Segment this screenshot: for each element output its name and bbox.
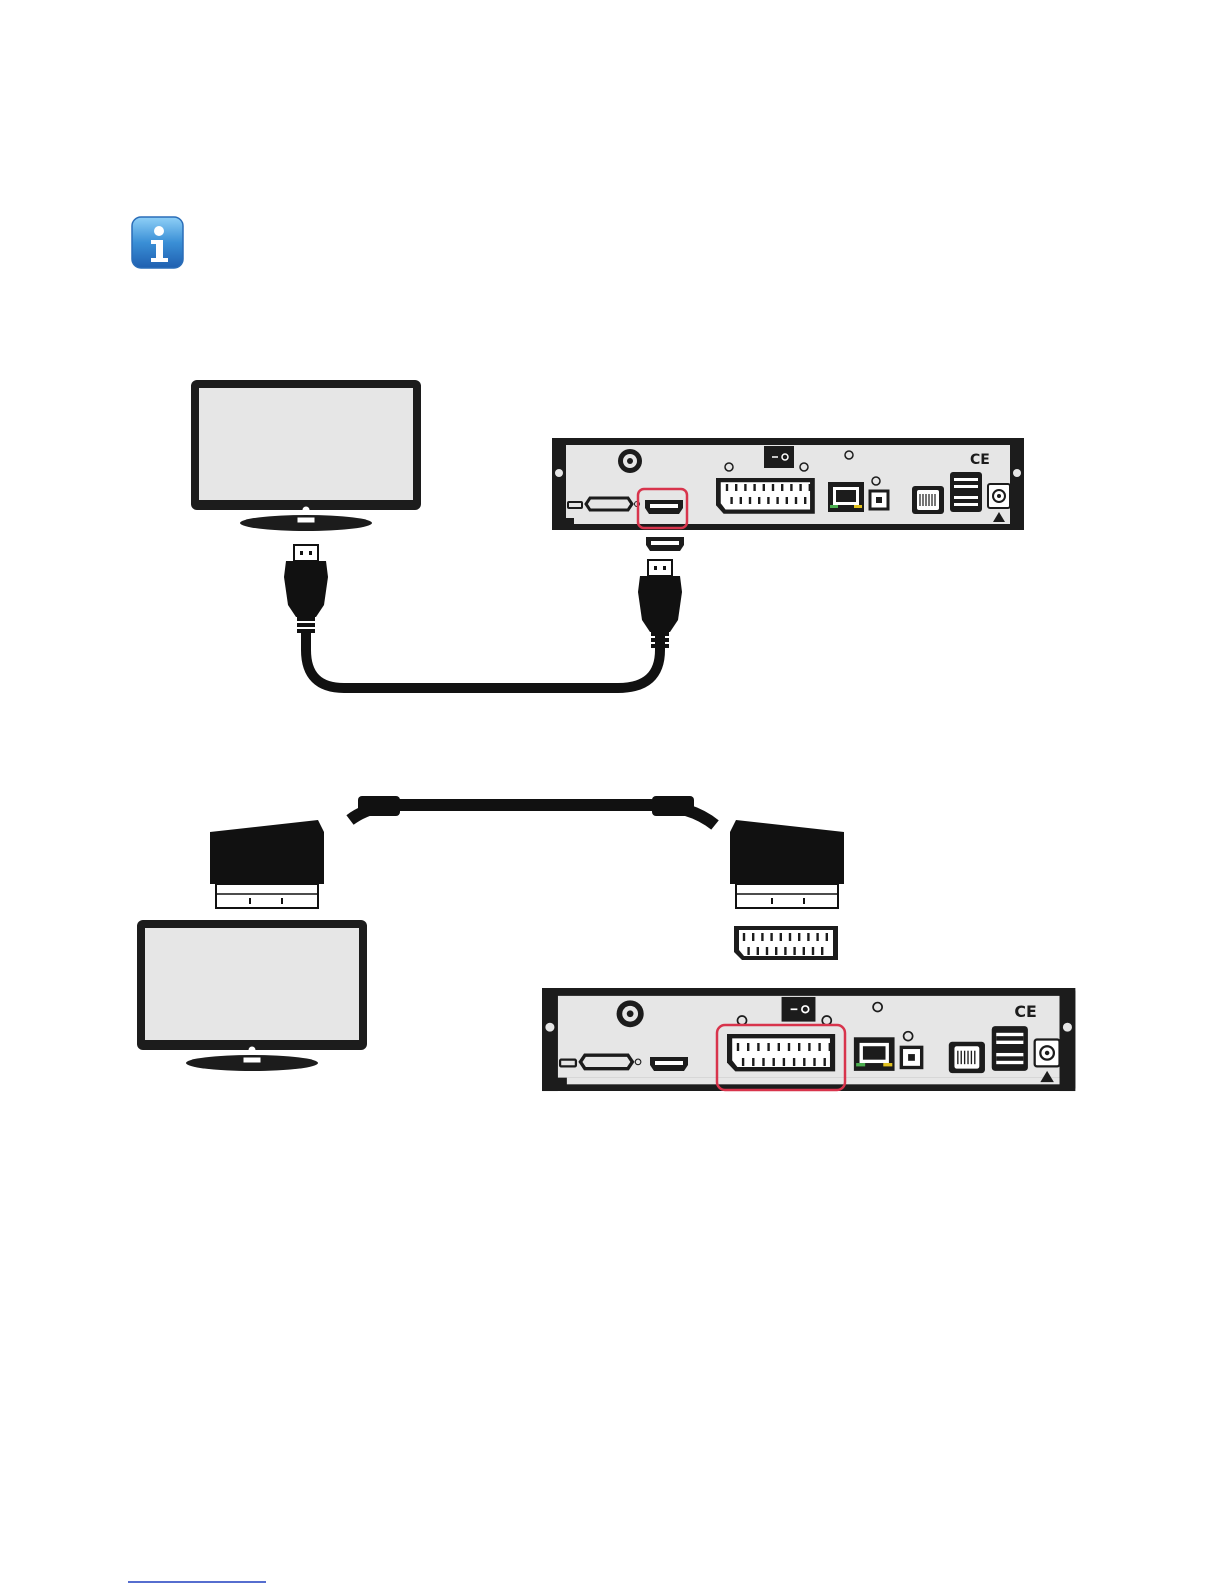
scart-cable: [210, 796, 844, 908]
hdmi-cable: [284, 537, 684, 688]
scart-diagram: [137, 796, 1075, 1091]
hdmi-port: [645, 500, 683, 514]
hdmi-diagram: [191, 380, 1024, 688]
tv-top: [191, 380, 421, 531]
receiver-bottom: [542, 988, 1075, 1091]
tv-bottom: [137, 920, 367, 1071]
hdmi-port-bottom: [650, 1057, 688, 1071]
receiver-top: [552, 438, 1024, 530]
info-icon: [132, 217, 183, 268]
scart-port-small: [716, 478, 815, 514]
